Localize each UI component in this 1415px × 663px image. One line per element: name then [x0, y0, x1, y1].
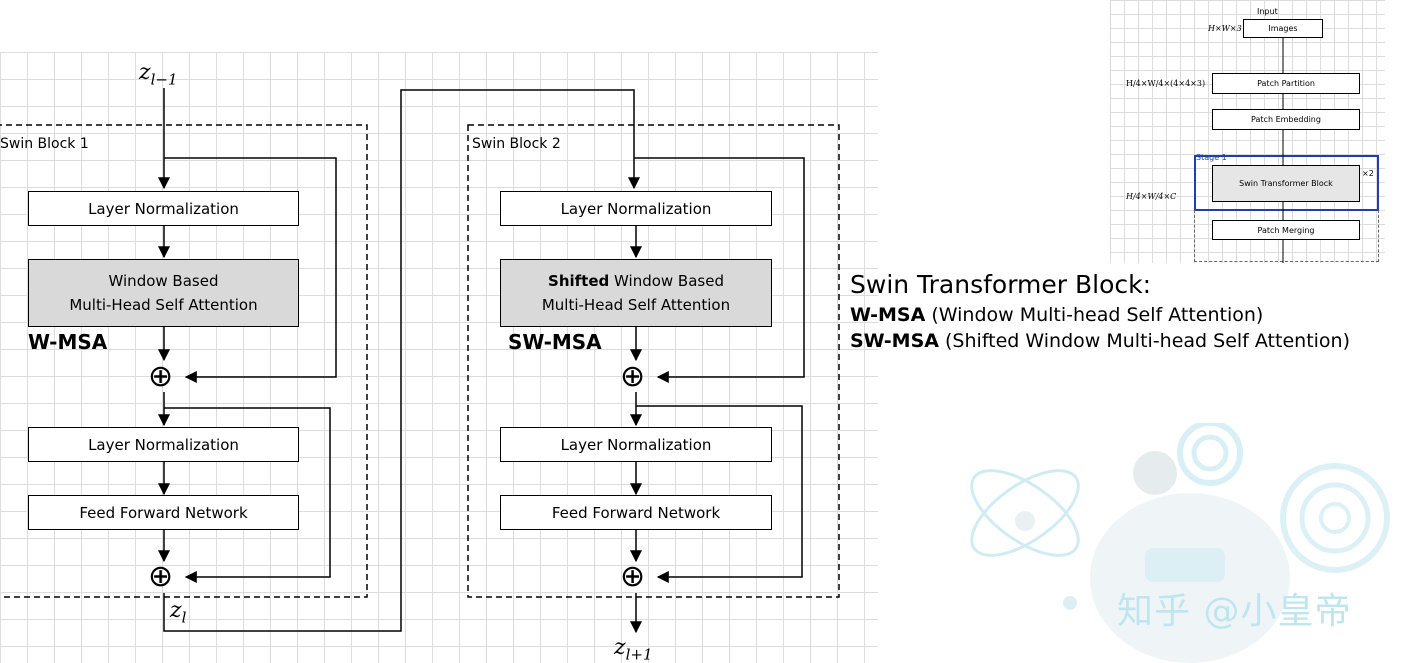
thumb-images-box: Images [1243, 19, 1323, 38]
block2-add-1: ⊕ [620, 359, 646, 394]
b2-skip2 [636, 405, 803, 583]
block2-frame [467, 124, 840, 598]
thumb-input-label: Input [1257, 7, 1278, 16]
thumb-stage-dashed [1194, 210, 1379, 262]
caption-line-2-bold: SW-MSA [850, 330, 939, 352]
watermark-robot-graphic [970, 423, 1390, 663]
block1-frame [0, 124, 368, 598]
block2-attn-line1: Shifted Window Based [548, 269, 724, 293]
caption-title: Swin Transformer Block: [850, 270, 1152, 299]
thumb-dim-1: H×W×3 [1208, 24, 1242, 33]
z-next-label: zl+1 [614, 635, 653, 663]
thumb-patch-merging: Patch Merging [1212, 220, 1360, 240]
caption-line-1-bold: W-MSA [850, 304, 926, 326]
caption-line-1-rest: (Window Multi-head Self Attention) [925, 304, 1264, 326]
thumb-patch-embedding: Patch Embedding [1212, 109, 1360, 130]
inter-block-link [163, 89, 640, 632]
thumb-dim-2: H/4×W/4×(4×4×3) [1126, 79, 1206, 88]
z-mid-label: zl [170, 598, 186, 626]
block2-ffn: Feed Forward Network [500, 495, 772, 530]
block2-attn-bold: Shifted [548, 272, 610, 290]
thumb-times: ×2 [1362, 169, 1374, 178]
block2-attn-line2: Multi-Head Self Attention [541, 296, 731, 314]
caption-line-2-rest: (Shifted Window Multi-head Self Attentio… [938, 330, 1350, 352]
block1-add-2: ⊕ [148, 559, 174, 594]
block2-layer-norm-2: Layer Normalization [500, 427, 772, 462]
caption-line-1: W-MSA (Window Multi-head Self Attention) [850, 304, 1263, 326]
block1-layer-norm-1: Layer Normalization [28, 191, 299, 226]
thumb-stage-frame [1194, 155, 1379, 211]
watermark-text: 知乎 @小皇帝 [1117, 591, 1352, 632]
z-next-sub: l+1 [625, 645, 653, 663]
thumb-arrows [1282, 38, 1284, 263]
block1-layer-norm-2: Layer Normalization [28, 427, 299, 462]
block2-swmsa-box: Shifted Window Based Multi-Head Self Att… [500, 259, 772, 327]
z-mid-sub: l [181, 608, 187, 627]
block2-add-2: ⊕ [620, 559, 646, 594]
caption-line-2: SW-MSA (Shifted Window Multi-head Self A… [850, 330, 1350, 352]
block2-layer-norm-1: Layer Normalization [500, 191, 772, 226]
z-prev-label: zl−1 [139, 60, 178, 88]
block2-attn-line1-rest: Window Based [609, 272, 724, 290]
thumb-patch-partition: Patch Partition [1212, 73, 1360, 94]
b1-skip2 [164, 407, 331, 583]
b2-skip1 [634, 157, 805, 383]
thumb-dim-3: H/4×W/4×C [1126, 192, 1177, 201]
block1-ffn: Feed Forward Network [28, 495, 299, 530]
block2-tag: SW-MSA [508, 330, 602, 354]
z-prev-base: z [139, 60, 151, 85]
diagram-grid [0, 52, 878, 663]
thumb-swin-block: Swin Transformer Block [1212, 165, 1360, 202]
block1-add-1: ⊕ [148, 359, 174, 394]
architecture-thumbnail: Input H×W×3 Images H/4×W/4×(4×4×3) Patch… [1110, 0, 1385, 263]
block1-tag: W-MSA [28, 330, 108, 354]
thumb-stage-label: Stage 1 [1196, 153, 1227, 162]
b1-skip1 [164, 157, 337, 383]
block1-title: Swin Block 1 [0, 136, 89, 152]
block1-attn-line2: Multi-Head Self Attention [69, 296, 258, 314]
z-next-base: z [614, 635, 626, 660]
block1-attn-line1: Window Based [108, 272, 219, 290]
z-mid-base: z [170, 598, 182, 623]
block2-title: Swin Block 2 [472, 136, 561, 152]
block1-wmsa-box: Window Based Multi-Head Self Attention [28, 259, 299, 327]
z-prev-sub: l−1 [150, 70, 178, 89]
